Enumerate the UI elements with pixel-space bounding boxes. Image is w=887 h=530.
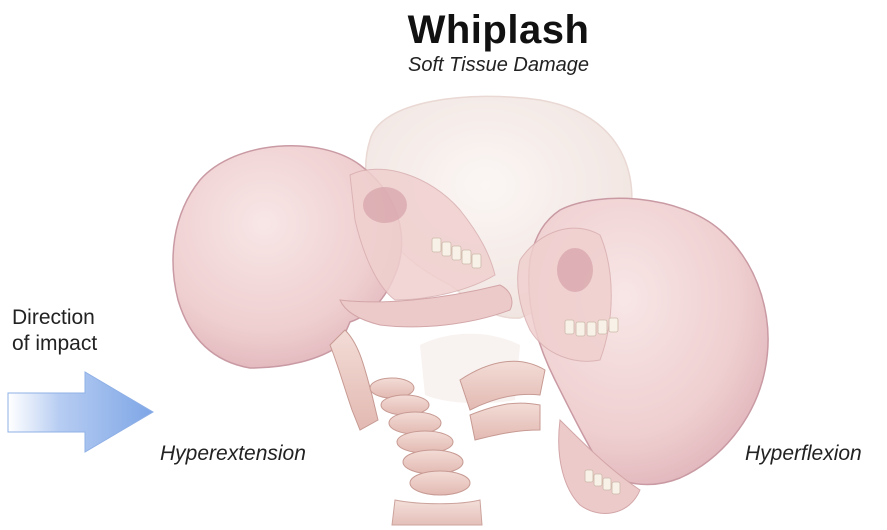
hyperextension-label: Hyperextension (160, 442, 306, 466)
direction-line-2: of impact (12, 331, 97, 357)
direction-line-1: Direction (12, 305, 97, 331)
direction-of-impact-label: Direction of impact (12, 305, 97, 357)
skull-hyperflexion (518, 198, 768, 513)
arrow-icon (8, 372, 153, 452)
hyperflexion-label: Hyperflexion (745, 442, 862, 466)
